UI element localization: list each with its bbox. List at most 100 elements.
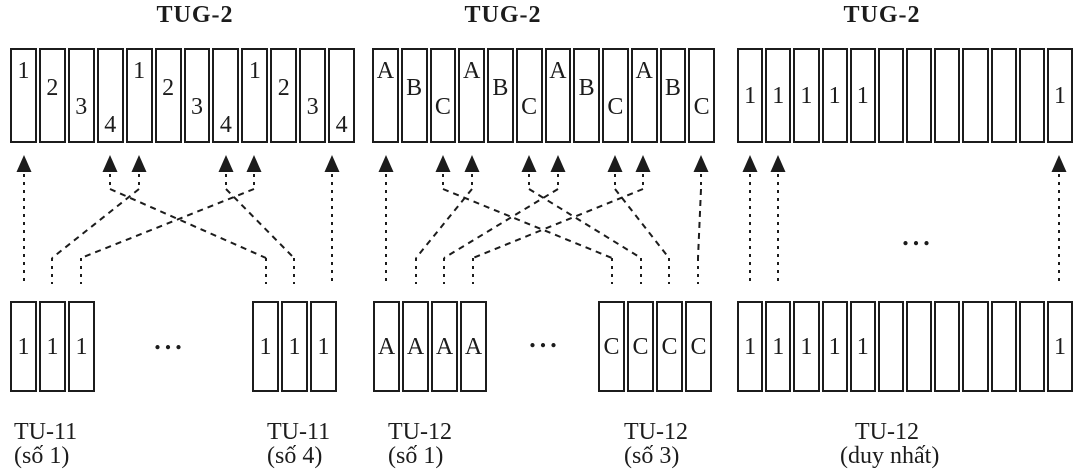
cell-label: 1 bbox=[46, 333, 59, 360]
up-arrow bbox=[435, 155, 613, 284]
up-arrow bbox=[521, 155, 642, 284]
tug-cell: C bbox=[602, 48, 629, 143]
tug-cell: 1 bbox=[10, 48, 37, 143]
up-arrowhead-icon bbox=[464, 155, 480, 172]
tug-cell: A bbox=[544, 48, 572, 143]
up-arrow bbox=[770, 155, 786, 284]
tug-cell: 3 bbox=[183, 48, 211, 143]
tug-cell bbox=[1018, 48, 1045, 143]
tug-cell: 1 bbox=[125, 48, 153, 143]
cell-label: C bbox=[632, 333, 649, 360]
cell-label: 3 bbox=[190, 94, 203, 120]
tu-name: TU-12 bbox=[624, 419, 688, 445]
cell-label: A bbox=[462, 58, 481, 84]
tu-sub: (số 4) bbox=[267, 443, 323, 469]
cell-label: 1 bbox=[288, 333, 301, 360]
tu-sub: (số 1) bbox=[14, 443, 70, 469]
tug-cell: 3 bbox=[299, 48, 327, 143]
up-arrowhead-icon bbox=[435, 155, 451, 172]
tug-cell: 1 bbox=[1046, 301, 1074, 392]
cell-label: C bbox=[521, 94, 538, 120]
tu-sub: (duy nhất) bbox=[840, 443, 940, 469]
tug-cell: C bbox=[515, 48, 543, 143]
cell-label: 3 bbox=[306, 94, 319, 120]
dotted-connector-line bbox=[442, 188, 613, 259]
tug-cell: 1 bbox=[68, 301, 95, 392]
cell-label: 1 bbox=[800, 333, 813, 360]
dotted-connector-line bbox=[528, 188, 642, 259]
up-arrowhead-icon bbox=[131, 155, 147, 172]
cell-label: 1 bbox=[856, 333, 869, 360]
cell-label: C bbox=[434, 94, 451, 120]
tug-cell bbox=[906, 48, 933, 143]
tug2-title-3: TUG-2 bbox=[843, 2, 921, 28]
cell-label: 4 bbox=[104, 112, 117, 138]
tu12-label-1: TU-12 (số 1) bbox=[388, 420, 452, 468]
tu11-label-1: TU-11 (số 1) bbox=[14, 420, 77, 468]
tug-cell bbox=[934, 301, 961, 392]
dotted-connector-line bbox=[109, 188, 267, 259]
cell-label: 4 bbox=[335, 112, 348, 138]
tug-cell: C bbox=[598, 301, 625, 392]
cell-label: 1 bbox=[248, 58, 261, 84]
tug-cell: 2 bbox=[38, 48, 66, 143]
up-arrowhead-icon bbox=[1051, 155, 1067, 172]
tug-cell: 1 bbox=[1046, 48, 1074, 143]
cell-label: 1 bbox=[75, 333, 88, 360]
up-arrow bbox=[102, 155, 267, 284]
tug-cell: 4 bbox=[328, 48, 356, 143]
tug-cell bbox=[934, 48, 961, 143]
up-arrowhead-icon bbox=[324, 155, 340, 172]
dotted-connector-line bbox=[51, 188, 140, 259]
up-arrow bbox=[1051, 155, 1067, 284]
up-arrowhead-icon bbox=[102, 155, 118, 172]
cell-label: A bbox=[464, 333, 483, 360]
tug-cell bbox=[877, 48, 905, 143]
tug-cell: C bbox=[627, 301, 654, 392]
up-arrowhead-icon bbox=[246, 155, 262, 172]
up-arrowhead-icon bbox=[16, 155, 32, 172]
cell-label: A bbox=[377, 333, 396, 360]
tug-cell: 1 bbox=[281, 301, 308, 392]
tug-cell: A bbox=[372, 48, 399, 143]
cell-label: 1 bbox=[133, 58, 146, 84]
up-arrowhead-icon bbox=[742, 155, 758, 172]
tug-cell: A bbox=[402, 301, 429, 392]
tug-cell bbox=[962, 301, 989, 392]
up-arrow bbox=[324, 155, 340, 284]
up-arrowhead-icon bbox=[693, 155, 709, 172]
cell-label: 1 bbox=[828, 82, 841, 109]
up-arrowhead-icon bbox=[521, 155, 537, 172]
tug-cell: 1 bbox=[737, 48, 764, 143]
cell-label: 1 bbox=[1053, 333, 1066, 360]
up-arrowhead-icon bbox=[218, 155, 234, 172]
cell-label: B bbox=[664, 75, 681, 101]
cell-label: C bbox=[693, 94, 710, 120]
cell-label: C bbox=[661, 333, 678, 360]
cell-label: 1 bbox=[772, 82, 785, 109]
tug-cell: 2 bbox=[154, 48, 182, 143]
cell-label: 3 bbox=[75, 94, 88, 120]
tu-name: TU-12 bbox=[855, 419, 919, 445]
cell-label: A bbox=[549, 58, 567, 84]
tug-cell: 3 bbox=[67, 48, 95, 143]
ellipsis-arrows: ... bbox=[902, 222, 934, 251]
cell-label: 2 bbox=[162, 75, 175, 101]
cell-label: 1 bbox=[828, 333, 841, 360]
dotted-connector-line bbox=[614, 188, 670, 259]
tug-cell: 1 bbox=[849, 48, 876, 143]
up-arrow bbox=[378, 155, 394, 284]
dotted-connector-line bbox=[443, 188, 559, 259]
tug-cell: C bbox=[656, 301, 683, 392]
tug-cell: C bbox=[688, 48, 715, 143]
up-arrow bbox=[443, 155, 566, 284]
dotted-connector-line bbox=[225, 188, 295, 259]
tug-cell: 1 bbox=[737, 301, 764, 392]
ellipsis-tu11: ... bbox=[154, 326, 186, 355]
tu-name: TU-11 bbox=[14, 419, 78, 445]
tug-cell: A bbox=[373, 301, 400, 392]
